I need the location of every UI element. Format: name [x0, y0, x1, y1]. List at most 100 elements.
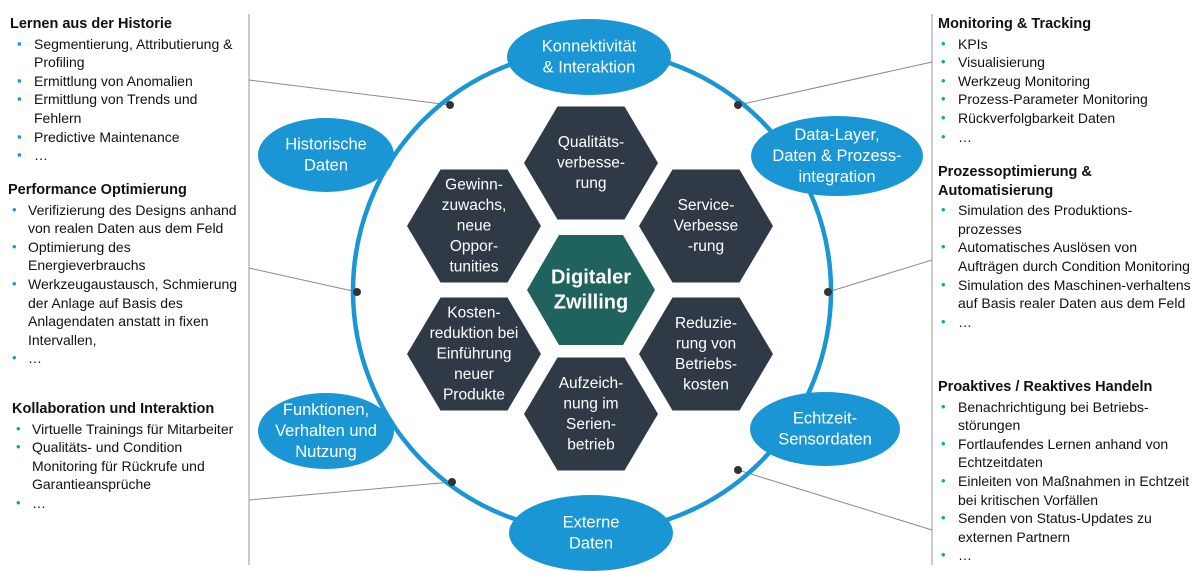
- connector-monitoring: [737, 61, 933, 106]
- list-item: •…: [938, 546, 1196, 565]
- ellipse-label: & Interaktion: [543, 59, 636, 77]
- panel-kollaboration-und-interaktion: Kollaboration und Interaktion •Virtuelle …: [12, 400, 248, 513]
- bullet-icon: ▪: [17, 91, 22, 107]
- ellipse-shape: [258, 393, 394, 469]
- list-item-text: …: [958, 128, 972, 145]
- list-item-text: Benachrichtigung bei Betriebs-störungen: [958, 398, 1149, 434]
- list-item-text: Automatisches Auslösen von Aufträgen dur…: [958, 239, 1190, 274]
- ellipse-label: Historische: [285, 136, 367, 154]
- list-item: •Einleiten von Maßnahmen in Echtzeit bei…: [938, 472, 1196, 509]
- bullet-icon: •: [941, 239, 946, 255]
- ellipse-label: Konnektivität: [542, 38, 637, 56]
- list-item: • Simulation des Maschinen-verhaltens auf…: [938, 276, 1196, 313]
- bullet-icon: •: [16, 494, 21, 510]
- hexagon-label: verbesse-: [557, 155, 625, 172]
- bullet-icon: ▪: [17, 147, 22, 163]
- hexagon-label: nung im: [563, 395, 618, 412]
- list-item: •…: [938, 313, 1196, 332]
- bullet-icon: •: [941, 128, 946, 144]
- connector-proaktiv: [737, 469, 933, 531]
- list-item: •Werkzeugaustausch, Schmierung der Anlag…: [8, 275, 248, 349]
- list-item-text: Senden von Status-Updates zu externen Pa…: [958, 510, 1152, 545]
- hexagon-label: Service-: [678, 197, 735, 214]
- bullet-icon: •: [16, 420, 21, 436]
- list-item: •Verifizierung des Designs anhand von re…: [8, 201, 248, 238]
- list-item-text: KPIs: [958, 35, 988, 52]
- panel-title: Prozessoptimierung & Automatisierung: [938, 164, 1092, 199]
- list-item: • Benachrichtigung bei Betriebs-störungen: [938, 398, 1196, 435]
- ellipse-konnektivitaet: Konnektivität & Interaktion: [507, 19, 671, 95]
- panel-prozessoptimierung: Prozessoptimierung & Automatisierung • Sim…: [938, 163, 1196, 331]
- panel-title: Performance Optimierung: [8, 182, 187, 198]
- list-item-text: …: [958, 313, 972, 330]
- ellipse-shape: [509, 495, 673, 571]
- connector-performance: [248, 267, 358, 293]
- hexagon-service: Service-Verbesse-rung: [639, 169, 773, 283]
- list-item: • Automatisches Auslösen von Aufträgen du…: [938, 238, 1196, 275]
- panel-title: Lernen aus der Historie: [10, 16, 172, 32]
- panel-title: Kollaboration und Interaktion: [12, 401, 215, 417]
- hexagon-label: zuwachs,: [442, 197, 507, 214]
- bullet-icon: •: [941, 72, 946, 88]
- list-item-text: Rückverfolgbarkeit Daten: [958, 109, 1116, 126]
- ellipse-shape: [751, 116, 923, 196]
- hexagon-label: neue: [457, 218, 491, 235]
- list-item-text: Verifizierung des Designs anhand von rea…: [28, 201, 237, 237]
- ellipse-label: Daten: [304, 157, 348, 175]
- list-item: •Rückverfolgbarkeit Daten: [938, 109, 1193, 128]
- ellipse-label: Echtzeit-: [793, 410, 857, 428]
- hexagon-shape: [407, 297, 541, 411]
- ellipse-label: Verhalten und: [275, 422, 377, 440]
- list-item-text: Visualisierung: [958, 54, 1045, 71]
- list-item-text: Fortlaufendes Lernen anhand von Echtzeit…: [958, 435, 1169, 471]
- bullet-list: ▪ Segmentierung, Attributierung & Profili…: [10, 35, 248, 165]
- hexagon-kosten: Kosten-reduktion beiEinführungneuerProdu…: [407, 297, 541, 411]
- ellipse-shape: [507, 19, 671, 95]
- ring-dot: [734, 466, 742, 474]
- hexagon-shape: [407, 169, 541, 283]
- bullet-icon: •: [941, 398, 946, 414]
- panel-lernen-aus-der-historie: Lernen aus der Historie ▪ Segmentierung, A…: [10, 15, 248, 165]
- hexagon-label: Serien-: [566, 416, 616, 433]
- bullet-icon: ▪: [17, 35, 22, 51]
- bullet-icon: •: [941, 313, 946, 329]
- panel-title: Monitoring & Tracking: [938, 16, 1092, 32]
- list-item-text: Predictive Maintenance: [34, 128, 180, 145]
- bullet-icon: ▪: [17, 128, 22, 144]
- bullet-list: •Virtuelle Trainings für Mitarbeiter•Qua…: [12, 420, 248, 513]
- ellipse-label: Daten & Prozess-: [772, 147, 901, 165]
- bullet-list: • Benachrichtigung bei Betriebs-störungen…: [938, 398, 1196, 565]
- hexagon-shape: [524, 357, 658, 471]
- hexagon-label: Betriebs-: [675, 356, 737, 373]
- hexagon-label: Produkte: [443, 387, 505, 404]
- bullet-icon: •: [941, 472, 946, 488]
- bullet-icon: •: [941, 276, 946, 292]
- hexagon-label: neuer: [454, 366, 494, 383]
- hexagon-label: Kosten-: [447, 305, 500, 322]
- list-item: •Optimierung des Energieverbrauchs: [8, 238, 248, 275]
- ellipse-echtzeit: Echtzeit- Sensordaten: [750, 392, 900, 466]
- list-item-text: Segmentierung, Attributierung & Profilin…: [34, 35, 233, 71]
- list-item-text: Simulation des Maschinen-verhaltens auf …: [958, 276, 1191, 312]
- bullet-icon: •: [941, 35, 946, 51]
- list-item-text: Qualitäts- und Condition Monitoring für …: [32, 439, 205, 493]
- list-item: •Senden von Status-Updates zu externen P…: [938, 509, 1196, 546]
- hexagon-label: betrieb: [567, 436, 614, 453]
- list-item: • KPIs: [938, 35, 1193, 54]
- list-item-text: Simulation des Produktions-prozesses: [958, 202, 1133, 237]
- hexagon-shape: [639, 169, 773, 283]
- hexagon-label: Qualitäts-: [558, 134, 624, 151]
- list-item-text: …: [34, 147, 48, 164]
- center-label: Zwilling: [554, 292, 628, 314]
- ellipse-label: Sensordaten: [778, 431, 872, 449]
- bullet-icon: •: [16, 439, 21, 455]
- panel-monitoring-tracking: Monitoring & Tracking • KPIs • Visualisierun…: [938, 15, 1193, 146]
- hexagon-label: rung von: [676, 335, 736, 352]
- bullet-icon: •: [12, 350, 17, 366]
- panel-proaktives-reaktives-handeln: Proaktives / Reaktives Handeln•Benachric…: [938, 378, 1196, 565]
- list-item-text: …: [28, 350, 42, 367]
